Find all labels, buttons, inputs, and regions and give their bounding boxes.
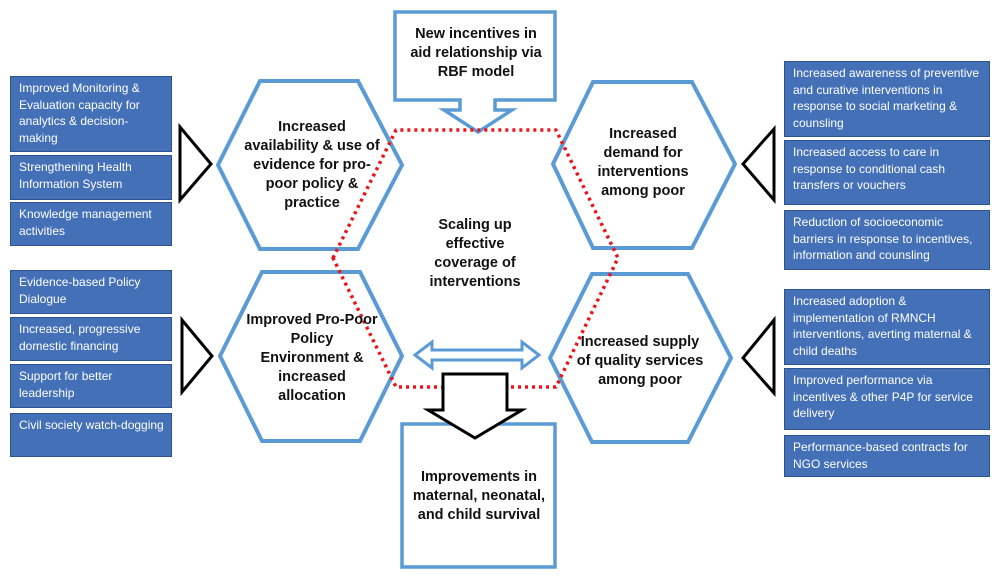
hexagon-top-right xyxy=(550,80,738,250)
right-bottom-box-1: Increased adoption & implementation of R… xyxy=(784,289,990,365)
outcome-box-outline xyxy=(400,422,557,569)
callout-down-arrow-icon xyxy=(393,10,557,135)
hexagon-top-right-label: Increased demand for interventions among… xyxy=(597,126,689,199)
triangle-right-icon xyxy=(178,122,213,205)
left-top-box-3: Knowledge management activities xyxy=(10,202,172,246)
left-top-box-1: Improved Monitoring & Evaluation capacit… xyxy=(10,76,172,152)
double-arrow-horizontal-icon xyxy=(412,338,542,372)
center-label: Scaling up effective coverage of interve… xyxy=(429,217,521,290)
right-top-box-3: Reduction of socioeconomic barriers in r… xyxy=(784,210,990,270)
outcome-label: Improvements in maternal, neonatal, and … xyxy=(412,468,546,523)
hexagon-top-left xyxy=(215,79,405,251)
right-bottom-box-3: Performance-based contracts for NGO serv… xyxy=(784,435,990,477)
hexagon-bottom-left-label: Improved Pro-Poor Policy Environment & i… xyxy=(246,311,378,404)
hexagon-top-left-label: Increased availability & use of evidence… xyxy=(244,118,380,211)
hexagon-bottom-right xyxy=(547,272,734,444)
left-bottom-box-3: Support for better leadership xyxy=(10,364,172,408)
left-top-box-2: Strengthening Health Information System xyxy=(10,155,172,200)
top-callout-label: New incentives in aid relationship via R… xyxy=(410,25,542,80)
right-bottom-box-2: Improved performance via incentives & ot… xyxy=(784,368,990,430)
triangle-right-icon xyxy=(180,315,214,397)
center-dotted-hexagon xyxy=(331,128,620,389)
arrow-down-icon xyxy=(422,372,528,440)
right-top-box-1: Increased awareness of preventive and cu… xyxy=(784,61,990,137)
hexagon-bottom-left xyxy=(217,270,405,443)
triangle-left-icon xyxy=(741,315,776,397)
triangle-left-icon xyxy=(741,125,776,205)
hexagon-bottom-right-label: Increased supply of quality services amo… xyxy=(576,333,704,388)
left-bottom-box-4: Civil society watch-dogging xyxy=(10,413,172,457)
left-bottom-box-1: Evidence-based Policy Dialogue xyxy=(10,270,172,314)
left-bottom-box-2: Increased, progressive domestic financin… xyxy=(10,317,172,361)
right-top-box-2: Increased access to care in response to … xyxy=(784,140,990,205)
